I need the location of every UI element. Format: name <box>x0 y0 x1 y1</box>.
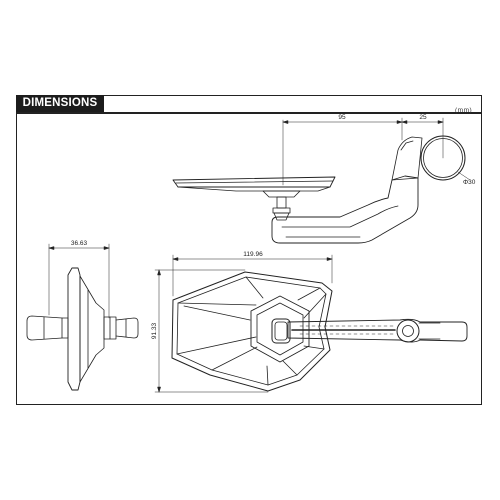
dimension-clamp-offset: 25 <box>401 114 444 159</box>
side-view: 36.63 <box>26 240 139 391</box>
dim-label-side-depth: 36.63 <box>71 240 88 247</box>
dimension-mirror-height: 91.33 <box>151 269 269 393</box>
dim-label-arm-reach: 95 <box>338 114 346 121</box>
dimension-mirror-width: 119.96 <box>172 251 333 297</box>
unit-label: (mm) <box>455 107 473 114</box>
dim-label-clamp-diameter: Φ30 <box>463 179 476 186</box>
title-divider <box>16 112 482 114</box>
dim-label-mirror-height: 91.33 <box>151 322 158 339</box>
dim-label-clamp-offset: 25 <box>419 114 427 121</box>
front-view: 119.96 91.33 <box>151 251 468 393</box>
top-view: 95 25 Φ30 <box>172 114 476 244</box>
dimension-arm-reach: 95 <box>282 114 403 186</box>
dim-label-mirror-width: 119.96 <box>243 251 263 258</box>
dimension-side-depth: 36.63 <box>48 240 110 319</box>
section-title: DIMENSIONS <box>16 95 104 112</box>
drawing-frame <box>16 95 482 405</box>
